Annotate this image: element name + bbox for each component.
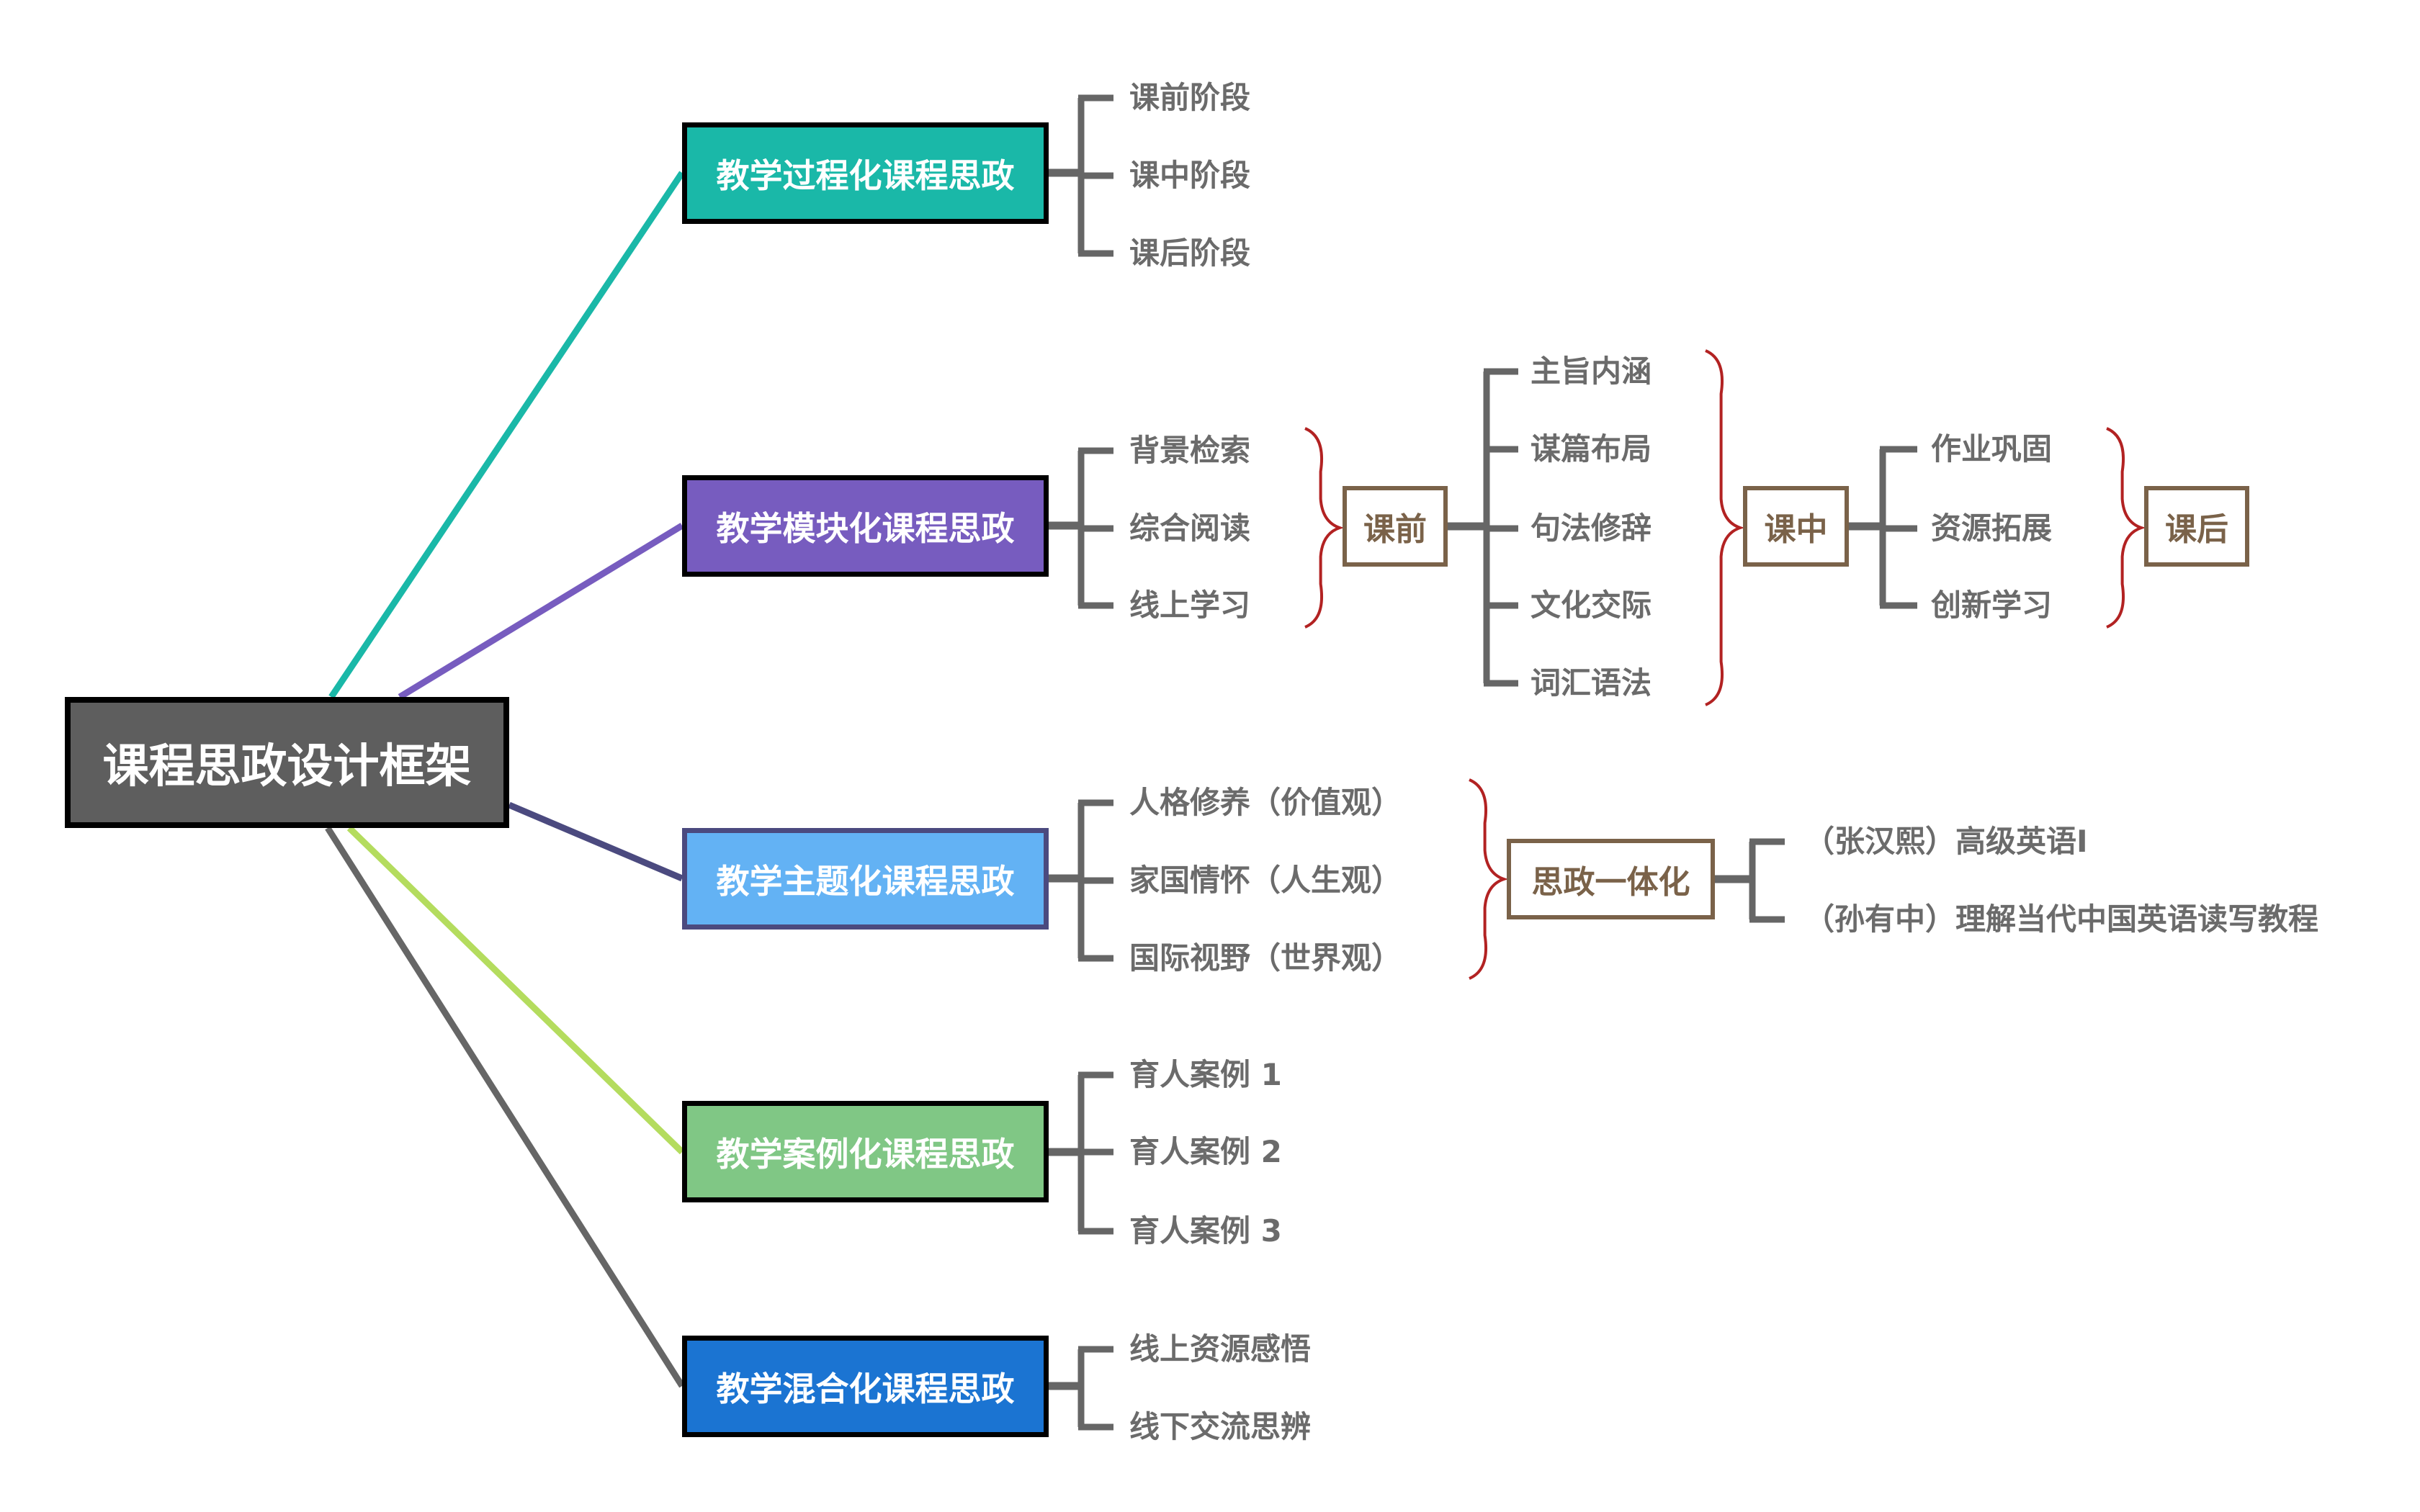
root-node[interactable]: 课程思政设计框架 (65, 697, 509, 828)
summary-integration[interactable]: 思政一体化 (1507, 839, 1715, 919)
leaf-item[interactable]: 主旨内涵 (1531, 354, 1652, 389)
leaf-item[interactable]: 线上学习 (1129, 588, 1251, 623)
branch-theme[interactable]: 教学主题化课程思政 (682, 828, 1049, 930)
brace-theme (1469, 778, 1509, 980)
leaf-item[interactable]: 背景检索 (1129, 433, 1251, 468)
branch-module[interactable]: 教学模块化课程思政 (682, 475, 1049, 577)
branch-link-1 (398, 523, 684, 700)
branch-link-3 (346, 825, 685, 1155)
branch-blended[interactable]: 教学混合化课程思政 (682, 1336, 1049, 1437)
leaf-item[interactable]: 育人案例 2 (1129, 1134, 1282, 1169)
brace-module (1304, 427, 1345, 629)
leaf-item[interactable]: 词汇语法 (1531, 665, 1652, 701)
leaf-item[interactable]: 创新学习 (1931, 588, 2053, 623)
leaf-item[interactable]: 课后阶段 (1129, 235, 1251, 271)
branch-link-4 (325, 826, 685, 1388)
leaf-item[interactable]: 作业巩固 (1931, 431, 2053, 467)
branch-case[interactable]: 教学案例化课程思政 (682, 1101, 1049, 1202)
brace-stage1 (1705, 349, 1745, 706)
leaf-item[interactable]: 人格修养（价值观） (1129, 785, 1402, 820)
leaf-item[interactable]: 国际视野（世界观） (1129, 940, 1402, 976)
leaf-item[interactable]: 育人案例 1 (1129, 1057, 1282, 1092)
leaf-item[interactable]: 综合阅读 (1129, 510, 1251, 546)
leaf-item[interactable]: 线下交流思辨 (1129, 1409, 1312, 1444)
branch-process[interactable]: 教学过程化课程思政 (682, 122, 1049, 224)
stage-after-class[interactable]: 课后 (2144, 486, 2249, 567)
brace-stage2 (2106, 427, 2146, 629)
leaf-item[interactable]: 文化交际 (1531, 588, 1652, 623)
branch-link-2 (508, 801, 684, 882)
leaf-item[interactable]: （张汉熙）高级英语I (1804, 824, 2088, 859)
leaf-item[interactable]: 课前阶段 (1129, 80, 1251, 115)
leaf-item[interactable]: 线上资源感悟 (1129, 1331, 1312, 1367)
leaf-item[interactable]: 谋篇布局 (1531, 431, 1652, 467)
leaf-item[interactable]: 育人案例 3 (1129, 1213, 1282, 1248)
leaf-item[interactable]: 家国情怀（人生观） (1129, 863, 1402, 898)
leaf-item[interactable]: 句法修辞 (1531, 510, 1652, 546)
branch-link-0 (328, 171, 685, 699)
stage-before-class[interactable]: 课前 (1343, 486, 1448, 567)
leaf-item[interactable]: 资源拓展 (1931, 510, 2053, 546)
stage-in-class[interactable]: 课中 (1743, 486, 1849, 567)
leaf-item[interactable]: （孙有中）理解当代中国英语读写教程 (1804, 901, 2319, 937)
leaf-item[interactable]: 课中阶段 (1129, 158, 1251, 193)
